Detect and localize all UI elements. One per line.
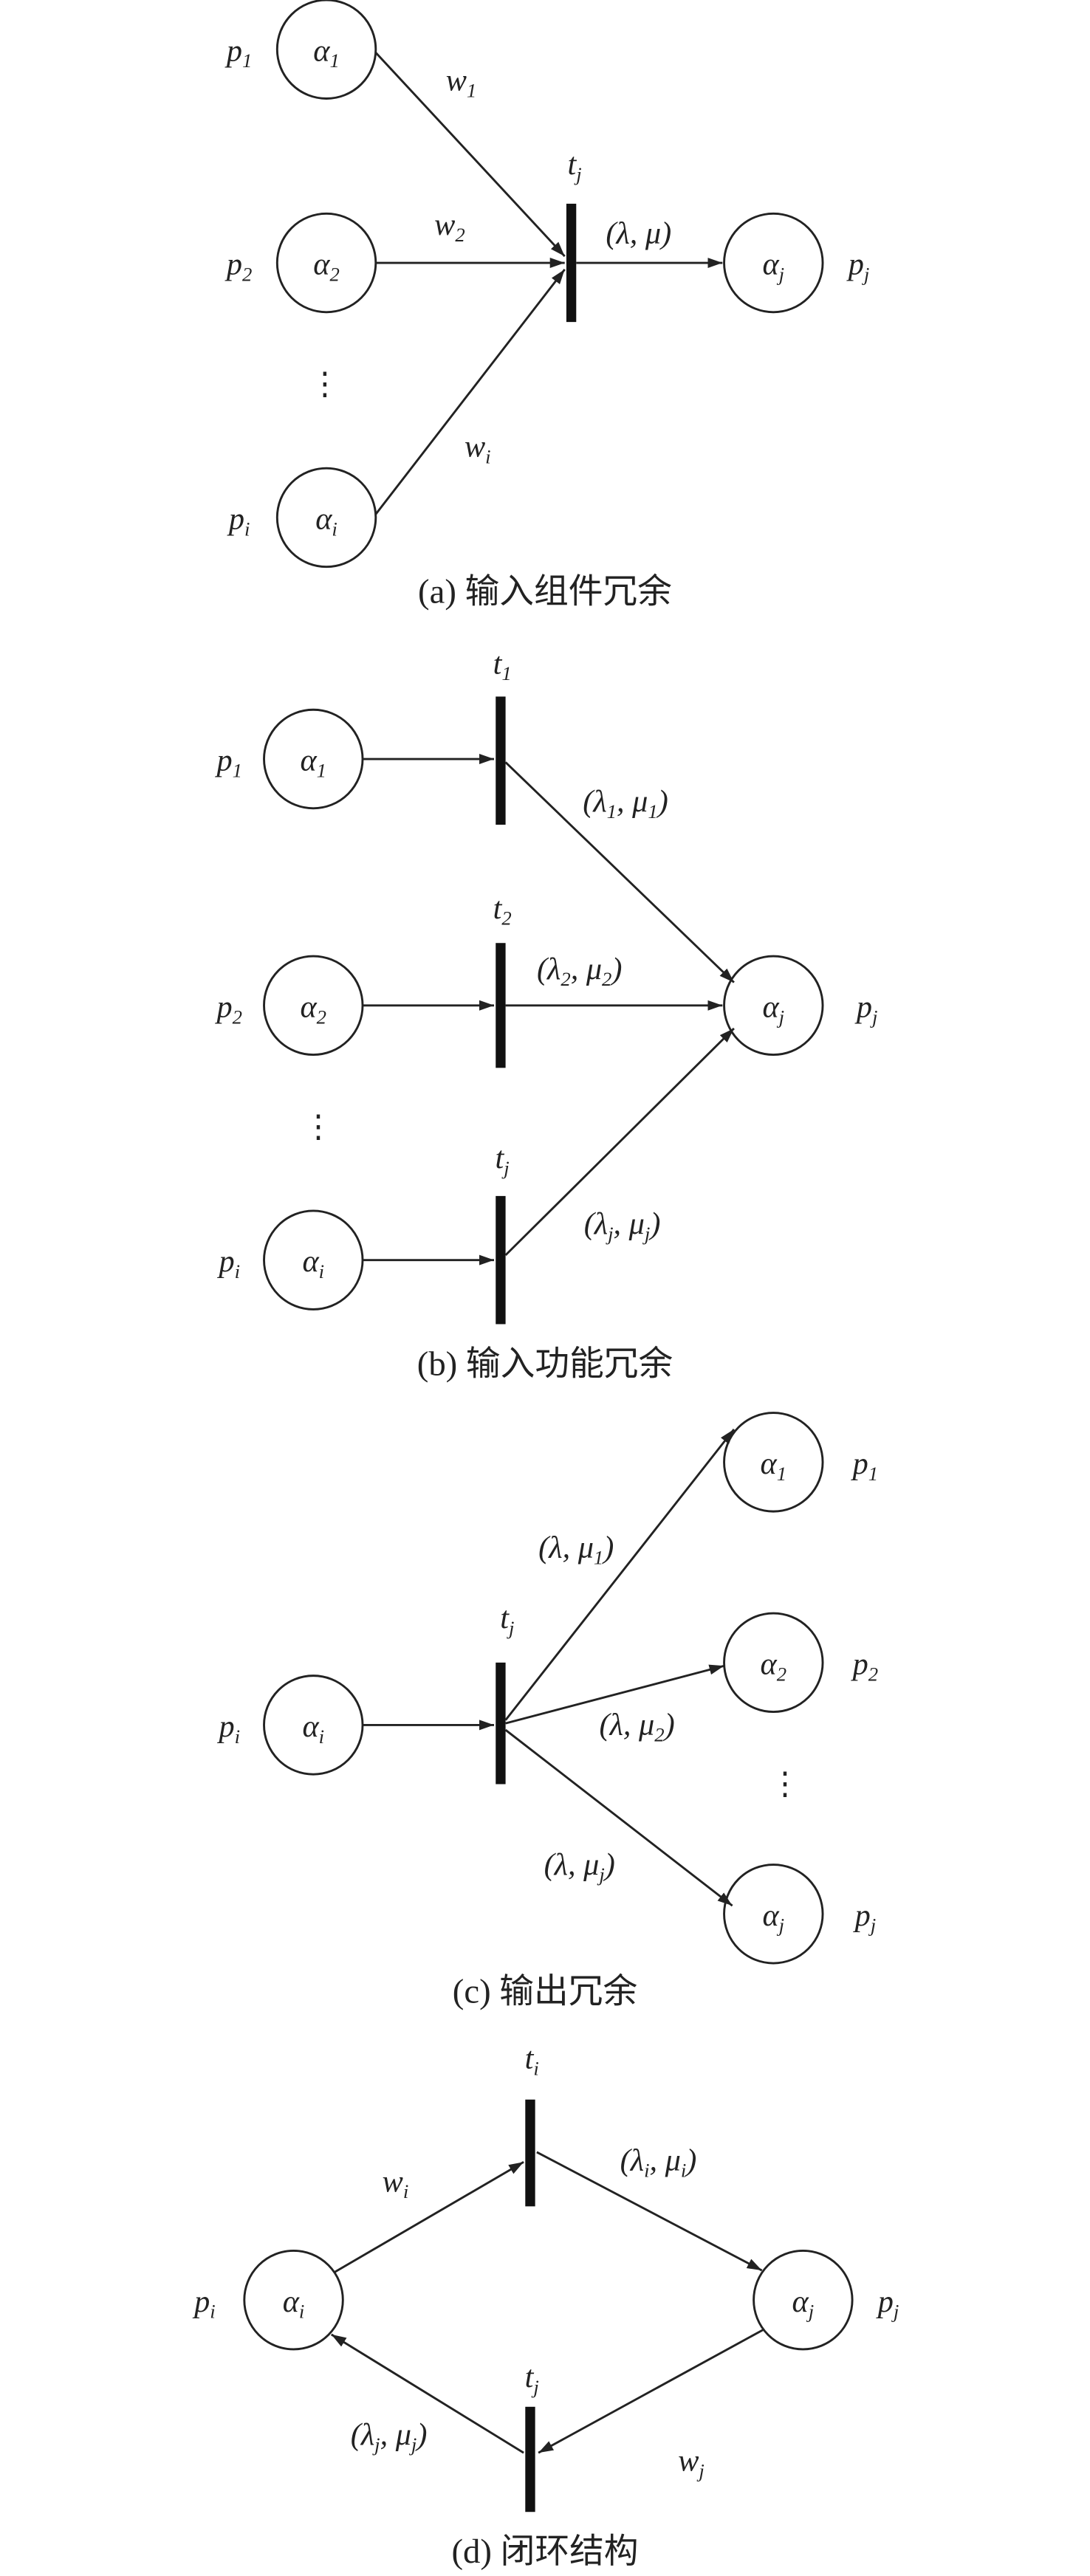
ellipsis: ⋮ <box>303 1110 334 1144</box>
place-label: α2​ <box>313 247 340 286</box>
p-label: pj​ <box>854 989 878 1028</box>
place-label: αj​ <box>762 989 784 1028</box>
place-label: αi​ <box>302 1709 324 1748</box>
place-label: α2​ <box>300 989 326 1028</box>
transition-label: tj​ <box>525 2360 539 2398</box>
transition-label: tj​ <box>500 1601 514 1639</box>
transition-t2 <box>496 943 506 1068</box>
place-alpha-j <box>723 1864 824 1965</box>
rate-label: (λj​, μj​) <box>584 1206 661 1245</box>
caption-c: (c) 输出冗余 <box>453 1972 637 2010</box>
arc-wi <box>374 269 566 515</box>
panel-d: αi​ αj​ pi​ pj​ ti​ tj​ wi​ wj​ (λi​, μi… <box>192 2041 899 2571</box>
ellipsis: ⋮ <box>769 1767 801 1802</box>
weight-label: wi​ <box>465 430 491 468</box>
transition-label: tj​ <box>567 147 581 185</box>
arc <box>504 761 735 983</box>
transition-label: ti​ <box>525 2041 539 2079</box>
place-label: αi​ <box>302 1244 324 1282</box>
place-label: α1​ <box>761 1446 787 1485</box>
panel-b: α1​ α2​ αi​ αj​ p1​ p2​ pi​ pj​ t1​ t2​ … <box>215 646 878 1383</box>
p-label: p2​ <box>215 989 242 1028</box>
p-label: p1​ <box>851 1446 878 1485</box>
p-label: p2​ <box>224 247 252 286</box>
place-label: α2​ <box>761 1646 787 1685</box>
place-alpha-j <box>723 955 824 1056</box>
p-label: pi​ <box>227 501 250 540</box>
p-label: pj​ <box>876 2284 899 2323</box>
p-label: pi​ <box>216 1709 240 1748</box>
rate-label: (λ2​, μ2​) <box>537 952 623 990</box>
weight-label: w2​ <box>434 207 465 246</box>
p-label: p2​ <box>851 1646 878 1685</box>
ellipsis: ⋮ <box>309 367 340 402</box>
rate-label: (λj​, μj​) <box>351 2417 428 2456</box>
p-label: pj​ <box>846 247 870 286</box>
place-alpha-1 <box>275 0 377 100</box>
arc-wj <box>538 2328 764 2454</box>
transition-tj <box>496 1662 506 1785</box>
weight-label: wi​ <box>383 2164 409 2202</box>
p-label: pi​ <box>216 1244 240 1282</box>
arc <box>536 2151 763 2272</box>
transition-tj <box>525 2406 535 2513</box>
place-alpha-2 <box>723 1612 824 1714</box>
rate-label: (λ1​, μ1​) <box>583 784 668 822</box>
rate-label: (λi​, μi​) <box>620 2143 697 2181</box>
arc <box>505 1664 724 1725</box>
rate-label: (λ, μ1​) <box>538 1530 614 1568</box>
arc <box>504 1027 735 1257</box>
arc <box>330 2333 524 2454</box>
place-alpha-j <box>753 2249 854 2351</box>
transition-tj <box>496 1195 506 1325</box>
place-alpha-i <box>243 2249 344 2351</box>
panel-a: α1​ α2​ αi​ αj​ p1​ p2​ pi​ pj​ w1​ w2​ … <box>224 0 869 611</box>
caption-d: (d) 闭环结构 <box>451 2532 638 2571</box>
arc-wi <box>334 2161 524 2273</box>
place-label: α1​ <box>300 743 326 782</box>
place-alpha-1 <box>723 1412 824 1513</box>
place-label: αj​ <box>792 2284 815 2323</box>
arc <box>504 1428 736 1721</box>
transition-label: t2​ <box>493 891 512 930</box>
place-label: αj​ <box>762 247 784 286</box>
caption-a: (a) 输入组件冗余 <box>418 573 672 611</box>
transition-tj <box>566 203 577 323</box>
p-label: pj​ <box>853 1898 877 1937</box>
rate-label: (λ, μj​) <box>544 1847 615 1886</box>
p-label: p1​ <box>224 33 252 72</box>
place-alpha-i <box>275 467 377 569</box>
p-label: p1​ <box>215 743 242 782</box>
arc-w1 <box>374 52 566 258</box>
p-label: pi​ <box>192 2284 216 2323</box>
place-alpha-j <box>723 212 824 314</box>
panel-c: αi​ α1​ α2​ αj​ pi​ p1​ p2​ pj​ tj​ (λ, … <box>216 1412 878 2010</box>
place-label: αi​ <box>283 2284 305 2323</box>
place-label: αi​ <box>315 501 337 540</box>
transition-t1 <box>496 696 506 825</box>
rate-label: (λ, μ2​) <box>600 1708 675 1746</box>
caption-b: (b) 输入功能冗余 <box>417 1344 673 1383</box>
transition-label: t1​ <box>493 646 512 684</box>
rate-label: (λ, μ) <box>606 216 671 250</box>
transition-label: tj​ <box>496 1141 510 1179</box>
place-label: αj​ <box>762 1898 784 1937</box>
arc <box>504 1728 733 1907</box>
transition-ti <box>525 2099 535 2207</box>
weight-label: wj​ <box>678 2444 705 2482</box>
place-label: α1​ <box>313 33 340 72</box>
weight-label: w1​ <box>446 63 477 101</box>
